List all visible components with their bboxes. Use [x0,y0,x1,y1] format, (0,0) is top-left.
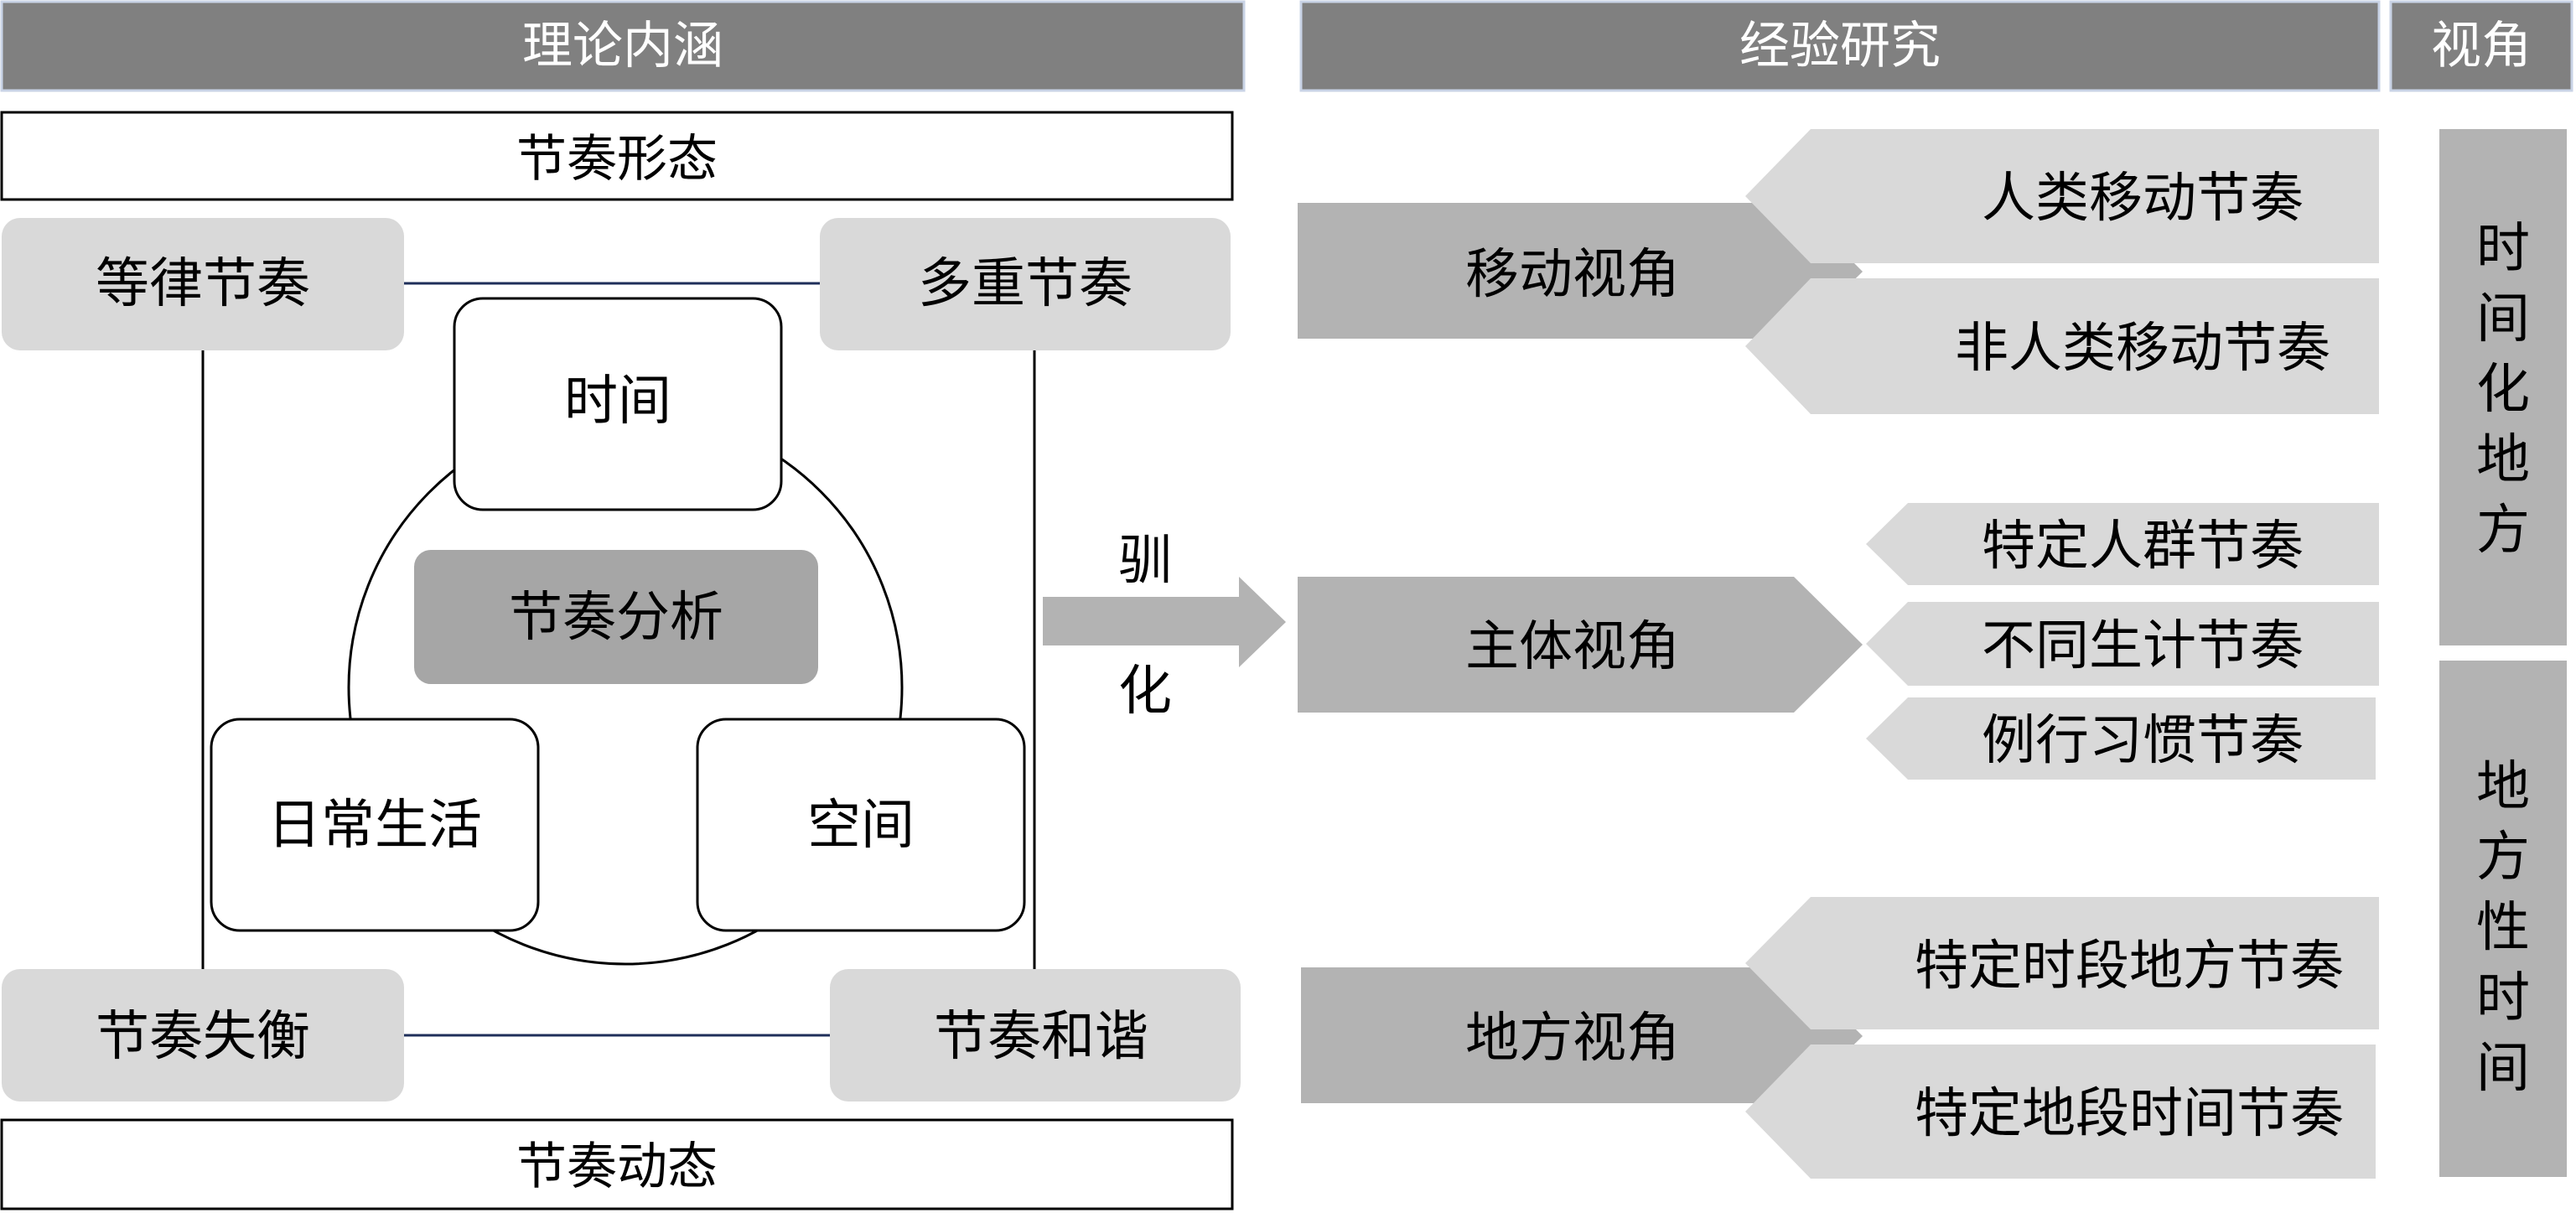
header-empirical: 经验研究 [1299,0,2381,92]
perspective-bar-bottom: 地方性时间 [2439,661,2567,1177]
polyrhythm-label: 多重节奏 [918,253,1133,315]
vertical-char: 间 [2476,1038,2530,1100]
vertical-char: 化 [2476,359,2530,421]
vertical-char: 时 [2476,967,2530,1029]
domestication-char-1: 驯 [1118,530,1172,592]
center-rhythmanalysis-box: 节奏分析 [414,550,818,684]
vertical-char: 方 [2476,827,2530,889]
perspective-subject-label: 主体视角 [1465,616,1680,678]
item-human-mobility-label: 人类移动节奏 [1982,168,2304,230]
domestication-arrow-shape [1043,577,1286,667]
item-nonhuman-mobility-label: 非人类移动节奏 [1955,318,2330,380]
perspective-arrow-mobility: 移动视角 [1298,203,1863,339]
vertical-char: 地 [2476,756,2530,818]
space-label: 空间 [807,795,915,857]
arrhythmia-box: 节奏失衡 [2,969,404,1102]
time-label: 时间 [564,371,671,433]
perspective-place-label: 地方视角 [1465,1008,1680,1070]
item-section-time: 特定地段时间节奏 [1745,1045,2376,1179]
space-box: 空间 [696,718,1026,932]
rhythm-dynamics-label: 节奏动态 [516,1138,718,1196]
item-routine-habit: 例行习惯节奏 [1866,697,2376,780]
header-perspective-label: 视角 [2431,17,2532,75]
rhythm-form-box: 节奏形态 [0,111,1234,201]
item-specific-group-label: 特定人群节奏 [1982,516,2304,578]
vertical-char: 地 [2476,429,2530,491]
item-section-time-label: 特定地段时间节奏 [1915,1083,2344,1145]
perspective-mobility-label: 移动视角 [1465,244,1680,306]
isorhythm-box: 等律节奏 [2,218,404,350]
perspective-bar-top: 时间化地方 [2439,129,2567,645]
item-period-place: 特定时段地方节奏 [1745,897,2379,1029]
vertical-char: 性 [2476,897,2530,959]
vertical-char: 方 [2476,500,2530,562]
item-human-mobility: 人类移动节奏 [1745,129,2379,263]
header-perspective: 视角 [2389,0,2573,92]
rhythm-form-label: 节奏形态 [516,130,718,189]
perspective-arrow-place: 地方视角 [1301,967,1863,1103]
everyday-life-label: 日常生活 [267,795,482,857]
item-routine-habit-label: 例行习惯节奏 [1982,710,2304,772]
perspective-bar-top-label: 时间化地方 [2476,218,2530,562]
item-period-place-label: 特定时段地方节奏 [1915,936,2344,998]
time-box: 时间 [453,297,783,511]
item-nonhuman-mobility: 非人类移动节奏 [1745,278,2379,414]
arrhythmia-label: 节奏失衡 [96,1006,310,1068]
header-theory: 理论内涵 [0,0,1246,92]
item-livelihood: 不同生计节奏 [1866,602,2379,686]
item-livelihood-label: 不同生计节奏 [1982,615,2304,677]
everyday-life-box: 日常生活 [210,718,540,932]
center-rhythmanalysis-label: 节奏分析 [509,587,723,649]
vertical-char: 时 [2476,218,2530,280]
header-empirical-label: 经验研究 [1739,17,1941,75]
eurhythmia-box: 节奏和谐 [830,969,1241,1102]
isorhythm-label: 等律节奏 [96,253,310,315]
perspective-bar-bottom-label: 地方性时间 [2476,756,2530,1100]
eurhythmia-label: 节奏和谐 [934,1006,1148,1068]
rhythm-dynamics-box: 节奏动态 [0,1118,1234,1210]
perspective-arrow-subject: 主体视角 [1298,577,1863,713]
polyrhythm-box: 多重节奏 [820,218,1231,350]
domestication-char-2: 化 [1118,661,1172,723]
vertical-char: 间 [2476,288,2530,350]
domestication-arrow: 驯 化 [1043,530,1286,723]
header-theory-label: 理论内涵 [522,17,723,75]
item-specific-group: 特定人群节奏 [1866,503,2379,585]
